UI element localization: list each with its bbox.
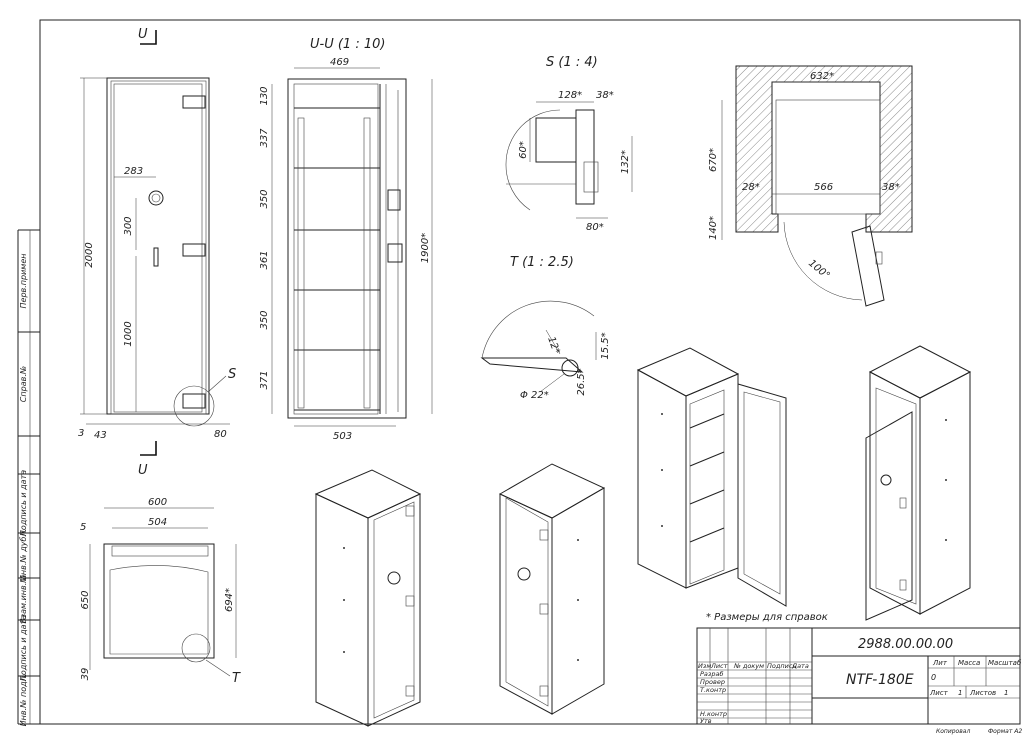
dim-niche-28: 28* xyxy=(742,182,760,193)
detail-label-s: S xyxy=(228,367,236,382)
detail-t-title: T (1 : 2.5) xyxy=(510,255,574,270)
detail-s-title: S (1 : 4) xyxy=(546,55,598,70)
tb-col-doc: № докум xyxy=(733,662,764,670)
tb-sheets-value: 1 xyxy=(1004,689,1008,697)
dim-front-283: 283 xyxy=(124,166,143,177)
dim-section-1900: 1900* xyxy=(420,233,431,263)
dim-front-300: 300 xyxy=(123,216,134,235)
dim-section-469: 469 xyxy=(330,57,349,68)
section-mark-top: U xyxy=(138,27,148,42)
tb-col-list: Лист xyxy=(710,662,728,670)
tb-sheets-label: Листов xyxy=(969,689,996,697)
niche-plan: 632* 670* 28* 566 38* 140* 100° xyxy=(708,65,913,307)
front-view: U S 2000 283 300 1000 3 43 80 U xyxy=(78,27,236,478)
dim-section-337: 337 xyxy=(259,128,270,148)
detail-label-t: T xyxy=(232,671,241,686)
note-for-reference: * Размеры для справок xyxy=(706,612,828,623)
tb-row-utv: Утв xyxy=(700,717,712,725)
tb-lit-value: 0 xyxy=(931,673,936,682)
iso-view-4 xyxy=(865,345,972,621)
tb-name-suffix: 180E xyxy=(878,672,914,688)
tb-drawing-number: 2988.00.00.00 xyxy=(858,637,953,652)
dim-plan-5: 5 xyxy=(80,522,86,533)
dim-s-38: 38* xyxy=(596,90,614,101)
tb-row-razrab: Разраб xyxy=(700,670,723,678)
dim-section-350b: 350 xyxy=(259,310,270,329)
section-title: U-U (1 : 10) xyxy=(310,37,385,52)
stamp-inv-podl: Инв.№ подл. xyxy=(19,674,28,727)
dim-t-265: 26.5* xyxy=(576,368,587,395)
tb-sheet-label: Лист xyxy=(929,689,949,697)
dim-niche-566: 566 xyxy=(814,182,833,193)
dim-niche-angle: 100° xyxy=(806,258,832,282)
dim-section-361: 361 xyxy=(259,250,270,269)
dim-t-12: 12* xyxy=(545,335,561,355)
iso-view-1 xyxy=(314,469,422,727)
dim-t-155: 15.5* xyxy=(600,332,611,359)
dim-plan-39: 39 xyxy=(80,668,91,681)
stamp-podpis-2: Подпись и дата xyxy=(19,615,28,681)
tb-row-tkontr: Т.контр xyxy=(700,686,726,694)
dim-section-503: 503 xyxy=(333,431,352,442)
stamp-inv-dubl: Инв.№ дубл. xyxy=(19,529,28,581)
section-view: U-U (1 : 10) 469 503 1900* 130 337 350 3… xyxy=(259,37,433,442)
detail-t: T (1 : 2.5) 12* 15.5* 26.5* Φ 22* xyxy=(480,255,611,401)
dim-niche-670: 670* xyxy=(708,148,719,172)
tb-col-date: Дата xyxy=(791,662,809,670)
dim-front-43: 43 xyxy=(94,430,107,441)
tb-scale: Масштаб xyxy=(988,659,1022,667)
side-stamps: Перв.примен Справ.№ Подпись и дата Инв.№… xyxy=(19,254,28,727)
dim-plan-650: 650 xyxy=(80,590,91,609)
tb-mass: Масса xyxy=(958,659,980,667)
dim-section-371: 371 xyxy=(259,370,270,389)
dim-front-80: 80 xyxy=(214,429,227,440)
dim-niche-38: 38* xyxy=(882,182,900,193)
tb-lit: Лит xyxy=(932,659,948,667)
dim-front-1000: 1000 xyxy=(123,321,134,346)
stamp-perv-primen: Перв.примен xyxy=(19,254,28,309)
iso-view-2 xyxy=(498,463,606,715)
tb-sheet-value: 1 xyxy=(958,689,962,697)
dim-front-3: 3 xyxy=(78,428,84,439)
footer-copied: Копировал xyxy=(936,728,970,735)
dim-plan-504: 504 xyxy=(148,517,167,528)
tb-col-sign: Подпись xyxy=(767,662,796,670)
dim-section-350a: 350 xyxy=(259,189,270,208)
stamp-sprav: Справ.№ xyxy=(19,366,28,402)
dim-s-60: 60* xyxy=(518,141,529,159)
dim-plan-694: 694* xyxy=(224,588,235,612)
tb-name-prefix: NTF- xyxy=(846,672,877,688)
plan-view: T 600 504 5 650 39 694* xyxy=(80,497,241,686)
tb-row-prover: Провер xyxy=(700,678,725,686)
section-mark-bottom: U xyxy=(138,463,148,478)
dim-t-22: Φ 22* xyxy=(520,390,549,401)
dim-s-80: 80* xyxy=(586,222,604,233)
stamp-vzam-inv: Взам.инв.№ xyxy=(19,574,28,623)
dim-section-130: 130 xyxy=(259,86,270,105)
tb-row-nkontr: Н.контр xyxy=(700,710,727,718)
dim-niche-140: 140* xyxy=(708,216,719,240)
footer-format: Формат А2 xyxy=(988,728,1022,735)
detail-s: S (1 : 4) 128* 38* 60* 132* 80* xyxy=(505,55,633,233)
title-block: Изм Лист № докум Подпись Дата Разраб Про… xyxy=(696,627,1022,725)
iso-view-3 xyxy=(636,347,787,607)
sheet-frame xyxy=(17,19,1021,725)
stamp-podpis-1: Подпись и дата xyxy=(19,470,28,536)
dim-front-2000: 2000 xyxy=(84,242,95,267)
dim-s-132: 132* xyxy=(620,150,631,174)
dim-niche-632: 632* xyxy=(810,71,834,82)
dim-plan-600: 600 xyxy=(148,497,167,508)
dim-s-128: 128* xyxy=(558,90,582,101)
tb-col-izm: Изм xyxy=(698,662,711,670)
